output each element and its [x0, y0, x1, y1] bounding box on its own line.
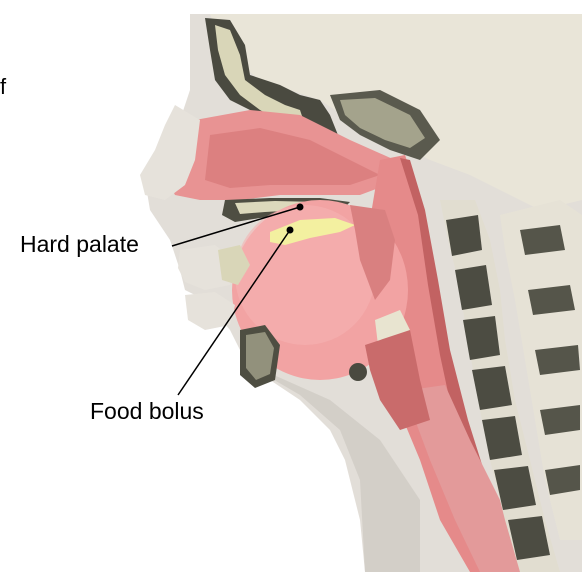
spine-detail-3: [535, 345, 580, 375]
spine-detail-4: [540, 405, 580, 435]
food-bolus-label: Food bolus: [90, 400, 204, 423]
spine-detail-1: [520, 225, 565, 255]
food-bolus-leader-dot: [287, 227, 294, 234]
hyoid: [349, 363, 367, 381]
hard-palate-leader-dot: [297, 204, 304, 211]
hard-palate-label: Hard palate: [20, 233, 139, 256]
vertebra-1: [446, 215, 482, 256]
spine-detail-2: [528, 285, 575, 315]
spine-detail-5: [545, 465, 580, 495]
edge-text-fragment: f: [0, 76, 6, 98]
